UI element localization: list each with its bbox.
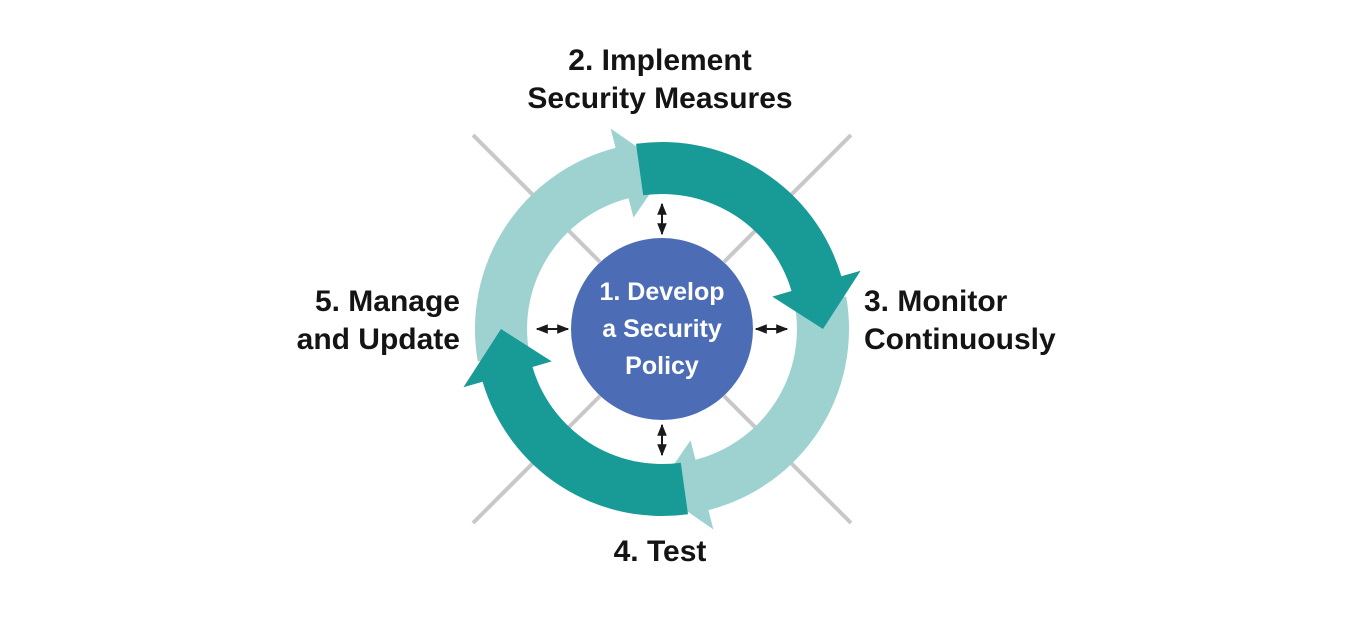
center-label-line-3: Policy [625,352,699,380]
step3-label-line-2: Continuously [864,323,1056,356]
arrow-to-step3 [636,141,861,329]
center-step-label: 1. Develop a Security Policy [572,274,752,385]
step5-label: 5. Manage and Update [250,283,460,359]
arrow-to-step2 [474,128,668,362]
arrow-to-step4 [656,296,850,530]
step2-label: 2. Implement Security Measures [510,42,810,118]
center-label-line-1: 1. Develop [599,278,725,306]
step3-label: 3. Monitor Continuously [864,283,1094,359]
step2-label-line-2: Security Measures [527,82,793,115]
step4-label: 4. Test [560,533,760,571]
step5-label-line-2: and Update [296,323,460,356]
step3-label-line-1: 3. Monitor [864,285,1008,318]
step2-label-line-1: 2. Implement [568,44,752,77]
cycle-arrows [463,128,861,530]
center-circle [571,238,753,420]
step5-label-line-1: 5. Manage [314,285,460,318]
connector-arrows [535,202,789,457]
arrow-to-step5 [463,329,688,517]
center-label-line-2: a Security [602,315,722,343]
step4-label-line-1: 4. Test [613,535,707,568]
